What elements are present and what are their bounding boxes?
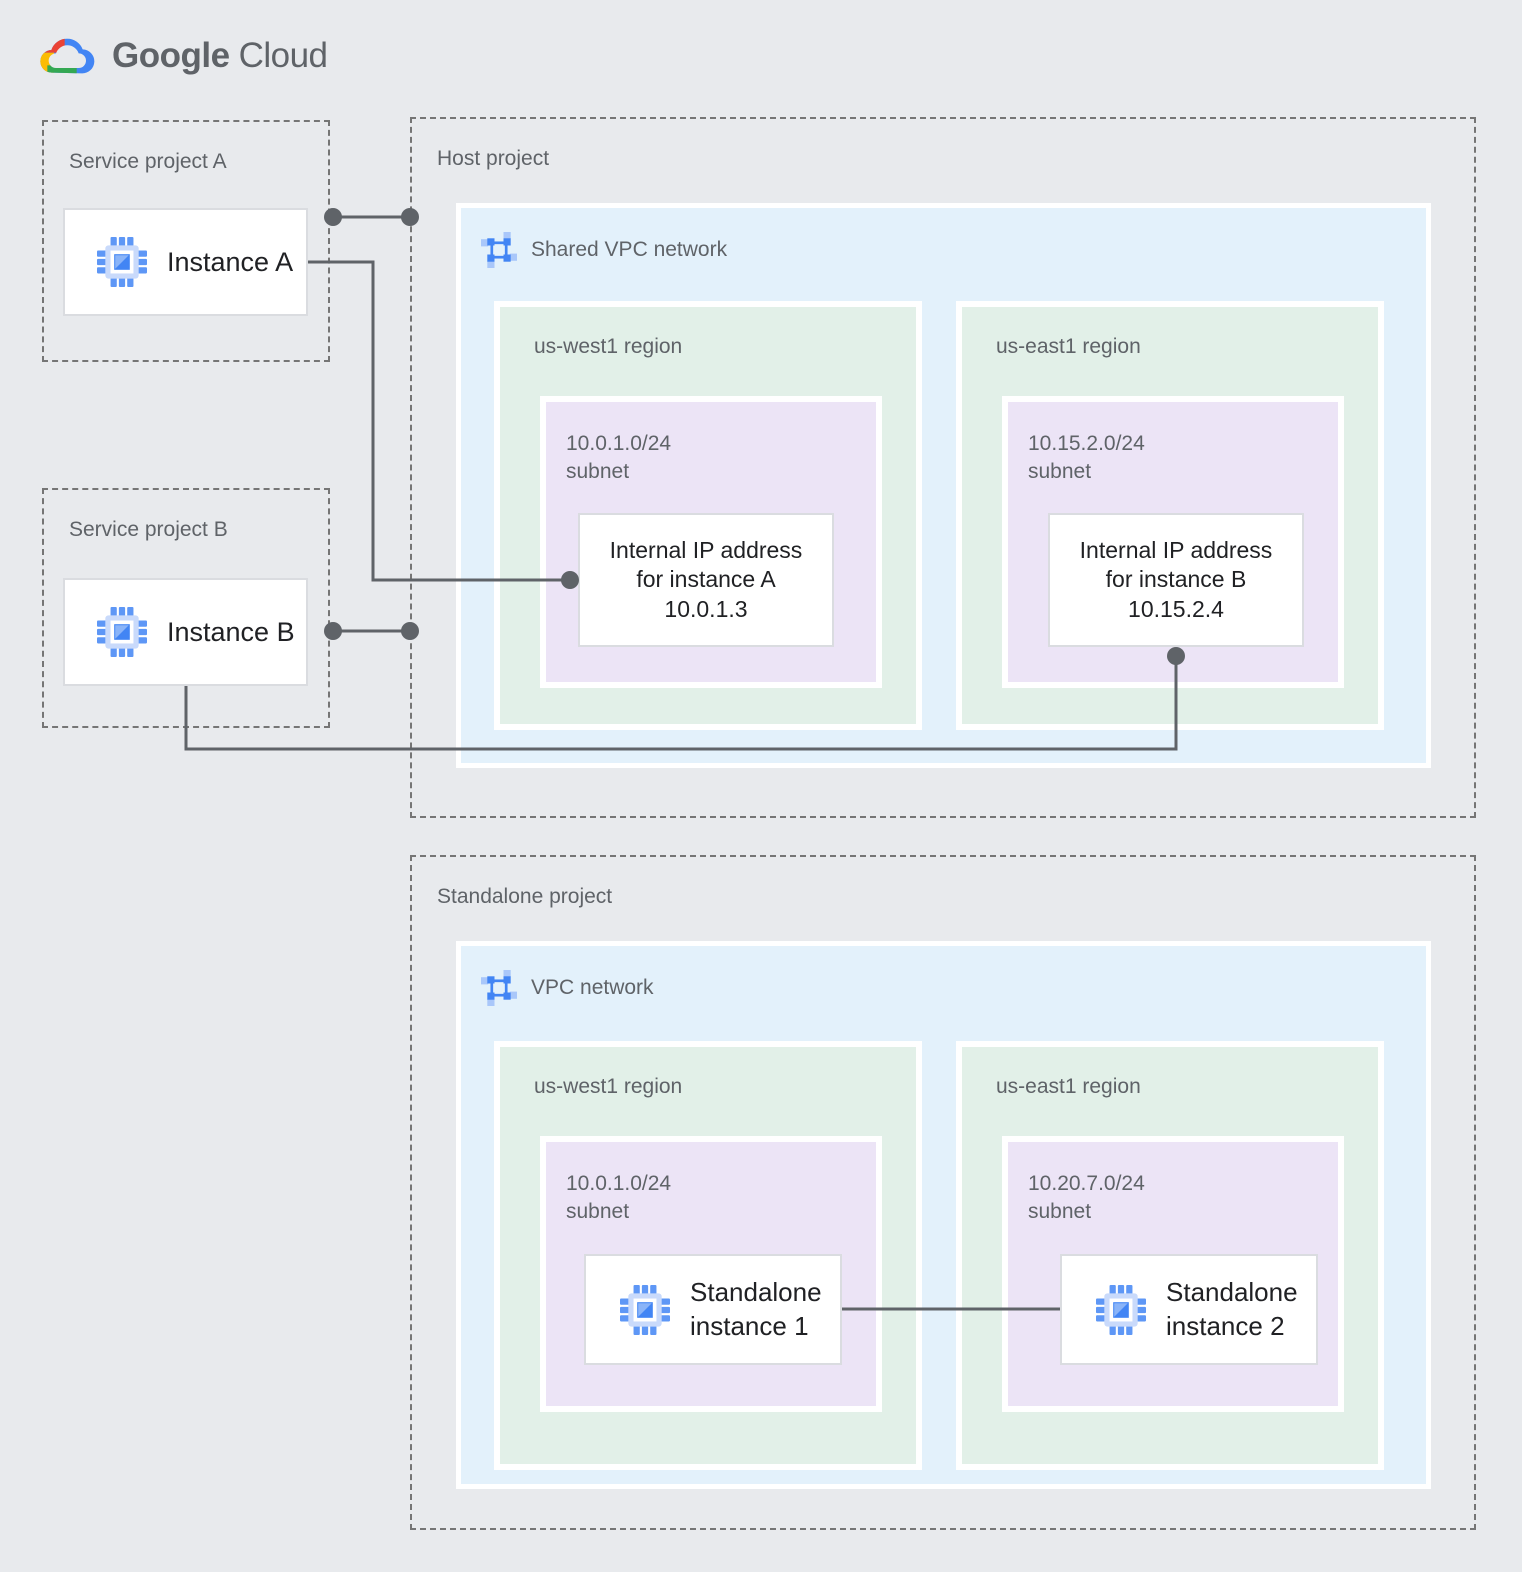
host-east-subnet-word: subnet [1028, 460, 1092, 484]
logo-brand-text: Google [112, 36, 230, 75]
standalone-project-label: Standalone project [437, 885, 613, 908]
shared-vpc-network-label: Shared VPC network [531, 238, 728, 261]
ip-b-line1: Internal IP address [1079, 536, 1273, 563]
standalone-west-subnet-cidr: 10.0.1.0/24 [566, 1172, 672, 1195]
standalone-instance-2-line2: instance 2 [1166, 1310, 1285, 1341]
host-us-west1-region-label: us-west1 region [534, 335, 683, 358]
standalone-east-subnet-label: 10.20.7.0/24 subnet [1028, 1170, 1145, 1227]
service-project-a-label: Service project A [69, 150, 227, 173]
compute-engine-icon [620, 1285, 670, 1335]
host-east-subnet-label: 10.15.2.0/24 subnet [1028, 430, 1145, 487]
vpc-network-label: VPC network [531, 976, 654, 999]
service-project-a-box: Service project A [42, 120, 330, 362]
standalone-project-box: Standalone project [410, 855, 1476, 1530]
host-west-subnet-word: subnet [566, 460, 630, 484]
host-project-label: Host project [437, 147, 550, 170]
ip-a-line2: for instance A [636, 566, 776, 593]
vpc-network-header: VPC network [481, 970, 654, 1006]
standalone-us-west1-region-label: us-west1 region [534, 1075, 683, 1098]
host-east-subnet-cidr: 10.15.2.0/24 [1028, 432, 1145, 455]
instance-a-label: Instance A [167, 246, 294, 277]
standalone-us-east1-region-label: us-east1 region [996, 1075, 1141, 1098]
vpc-network-icon [481, 232, 517, 268]
host-us-east1-region-label: us-east1 region [996, 335, 1141, 358]
standalone-instance-1-line1: Standalone [690, 1276, 822, 1307]
logo-product-text: Cloud [238, 36, 328, 75]
ip-a-line3: 10.0.1.3 [664, 595, 748, 622]
standalone-instance-1-label: Standalone instance 1 [690, 1276, 822, 1344]
standalone-instance-2-label: Standalone instance 2 [1166, 1276, 1298, 1344]
vpc-network-icon [481, 970, 517, 1006]
internal-ip-instance-a-card: Internal IP address for instance A 10.0.… [578, 513, 834, 647]
standalone-west-subnet-word: subnet [566, 1200, 630, 1224]
instance-b-card: Instance B [63, 578, 308, 686]
standalone-instance-2-line1: Standalone [1166, 1276, 1298, 1307]
ip-a-line1: Internal IP address [609, 536, 803, 563]
standalone-instance-2-card: Standalone instance 2 [1060, 1254, 1318, 1365]
shared-vpc-network-header: Shared VPC network [481, 232, 727, 268]
compute-engine-icon [97, 607, 147, 657]
compute-engine-icon [97, 237, 147, 287]
host-west-subnet-cidr: 10.0.1.0/24 [566, 432, 672, 455]
ip-b-line3: 10.15.2.4 [1128, 595, 1224, 622]
compute-engine-icon [1096, 1285, 1146, 1335]
instance-b-label: Instance B [167, 616, 295, 647]
standalone-east-subnet-cidr: 10.20.7.0/24 [1028, 1172, 1145, 1195]
google-cloud-icon [40, 38, 95, 74]
standalone-instance-1-card: Standalone instance 1 [584, 1254, 842, 1365]
ip-b-line2: for instance B [1105, 566, 1247, 593]
standalone-east-subnet-word: subnet [1028, 1200, 1092, 1224]
service-project-b-label: Service project B [69, 518, 228, 541]
host-west-subnet-label: 10.0.1.0/24 subnet [566, 430, 671, 487]
internal-ip-instance-b-card: Internal IP address for instance B 10.15… [1048, 513, 1304, 647]
standalone-west-subnet-label: 10.0.1.0/24 subnet [566, 1170, 671, 1227]
instance-a-card: Instance A [63, 208, 308, 316]
standalone-instance-1-line2: instance 1 [690, 1310, 809, 1341]
